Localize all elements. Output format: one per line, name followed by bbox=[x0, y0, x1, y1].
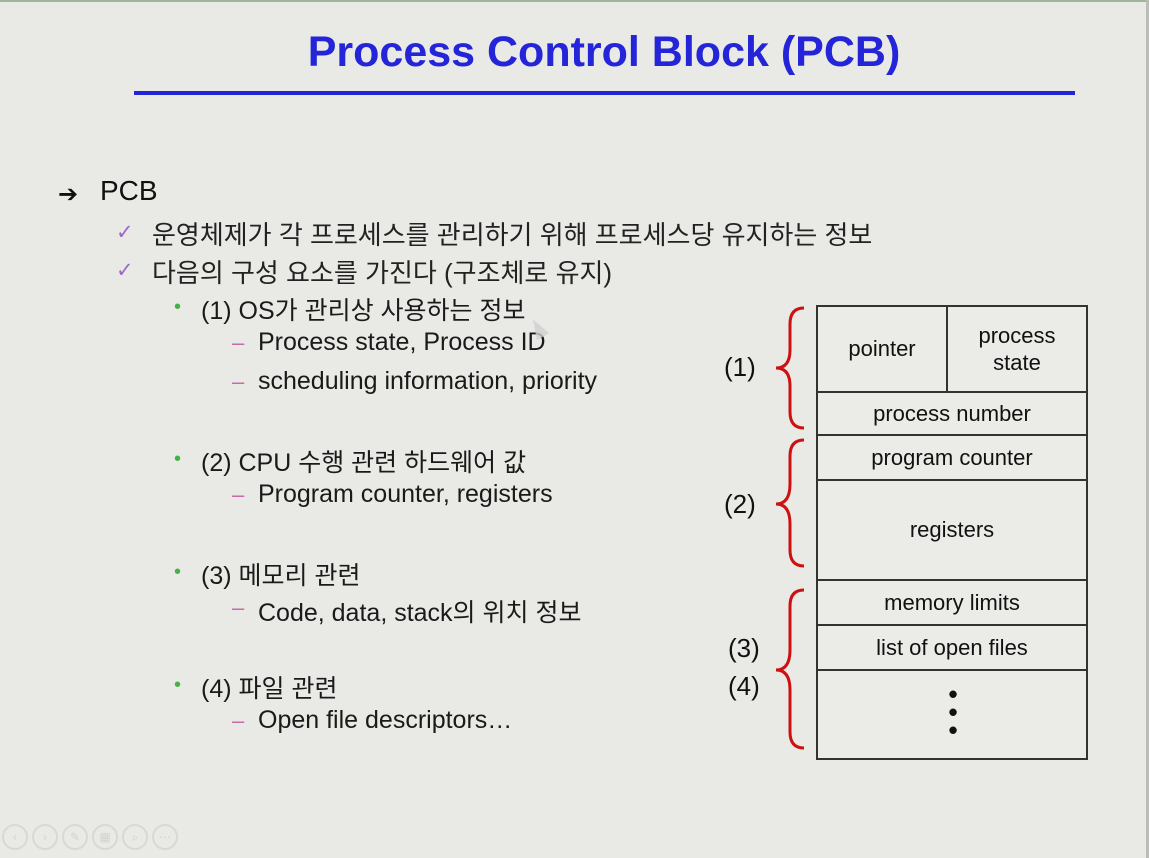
pen-icon[interactable]: ✎ bbox=[62, 824, 88, 850]
group-3-label: (3) 메모리 관련 bbox=[201, 562, 361, 590]
brace-label-3: (3) bbox=[728, 633, 760, 663]
arrow-icon: ➔ bbox=[58, 181, 79, 208]
dash-icon: – bbox=[232, 369, 245, 394]
group-4-item: Open file descriptors… bbox=[258, 706, 513, 734]
brace-3-4 bbox=[775, 588, 805, 750]
bullet-definition: 운영체제가 각 프로세스를 관리하기 위해 프로세스당 유지하는 정보 bbox=[152, 220, 873, 250]
brace-label-2: (2) bbox=[724, 489, 756, 519]
slides-icon[interactable]: ▦ bbox=[92, 824, 118, 850]
group-2-label: (2) CPU 수행 관련 하드웨어 값 bbox=[201, 449, 527, 477]
brace-1 bbox=[775, 306, 805, 430]
dot-icon: • bbox=[174, 448, 182, 470]
cell-registers: registers bbox=[818, 481, 1086, 581]
group-4-label: (4) 파일 관련 bbox=[201, 675, 338, 703]
ellipsis-vertical: • • • bbox=[948, 679, 958, 745]
zoom-icon[interactable]: ⌕ bbox=[122, 824, 148, 850]
slide-title: Process Control Block (PCB) bbox=[307, 28, 901, 76]
dash-icon: – bbox=[232, 595, 245, 620]
brace-label-4: (4) bbox=[728, 671, 760, 701]
cell-memory-limits: memory limits bbox=[818, 581, 1086, 626]
brace-group bbox=[775, 306, 805, 750]
more-icon[interactable]: ⋯ bbox=[152, 824, 178, 850]
brace-2 bbox=[775, 438, 805, 568]
prev-slide-icon[interactable]: ‹ bbox=[2, 824, 28, 850]
dash-icon: – bbox=[232, 330, 245, 355]
cell-program-counter: program counter bbox=[818, 436, 1086, 481]
dash-icon: – bbox=[232, 708, 245, 733]
title-underline bbox=[134, 91, 1075, 95]
check-icon: ✓ bbox=[116, 221, 134, 244]
dot-icon: • bbox=[174, 674, 182, 696]
bullet-components: 다음의 구성 요소를 가진다 (구조체로 유지) bbox=[152, 258, 613, 288]
cell-open-files: list of open files bbox=[818, 626, 1086, 671]
check-icon: ✓ bbox=[116, 259, 134, 282]
group-1-label: (1) OS가 관리상 사용하는 정보 bbox=[201, 297, 526, 325]
dash-icon: – bbox=[232, 482, 245, 507]
brace-label-1: (1) bbox=[724, 352, 756, 382]
top-border bbox=[0, 0, 1149, 2]
cell-process-number: process number bbox=[818, 393, 1086, 436]
group-2-item: Program counter, registers bbox=[258, 480, 553, 508]
dot-icon: • bbox=[174, 561, 182, 583]
cell-pointer: pointer bbox=[818, 307, 948, 393]
dot-icon: • bbox=[174, 296, 182, 318]
next-slide-icon[interactable]: › bbox=[32, 824, 58, 850]
bullet-pcb: PCB bbox=[100, 175, 158, 206]
group-1-item: Process state, Process ID bbox=[258, 328, 546, 356]
group-3-item: Code, data, stack의 위치 정보 bbox=[258, 599, 582, 627]
right-border bbox=[1146, 0, 1149, 858]
cell-process-state: process state bbox=[948, 307, 1086, 393]
group-1-item: scheduling information, priority bbox=[258, 367, 598, 395]
pcb-diagram: pointer process state process number pro… bbox=[816, 305, 1088, 760]
slide-nav-controls: ‹ › ✎ ▦ ⌕ ⋯ bbox=[2, 824, 178, 850]
